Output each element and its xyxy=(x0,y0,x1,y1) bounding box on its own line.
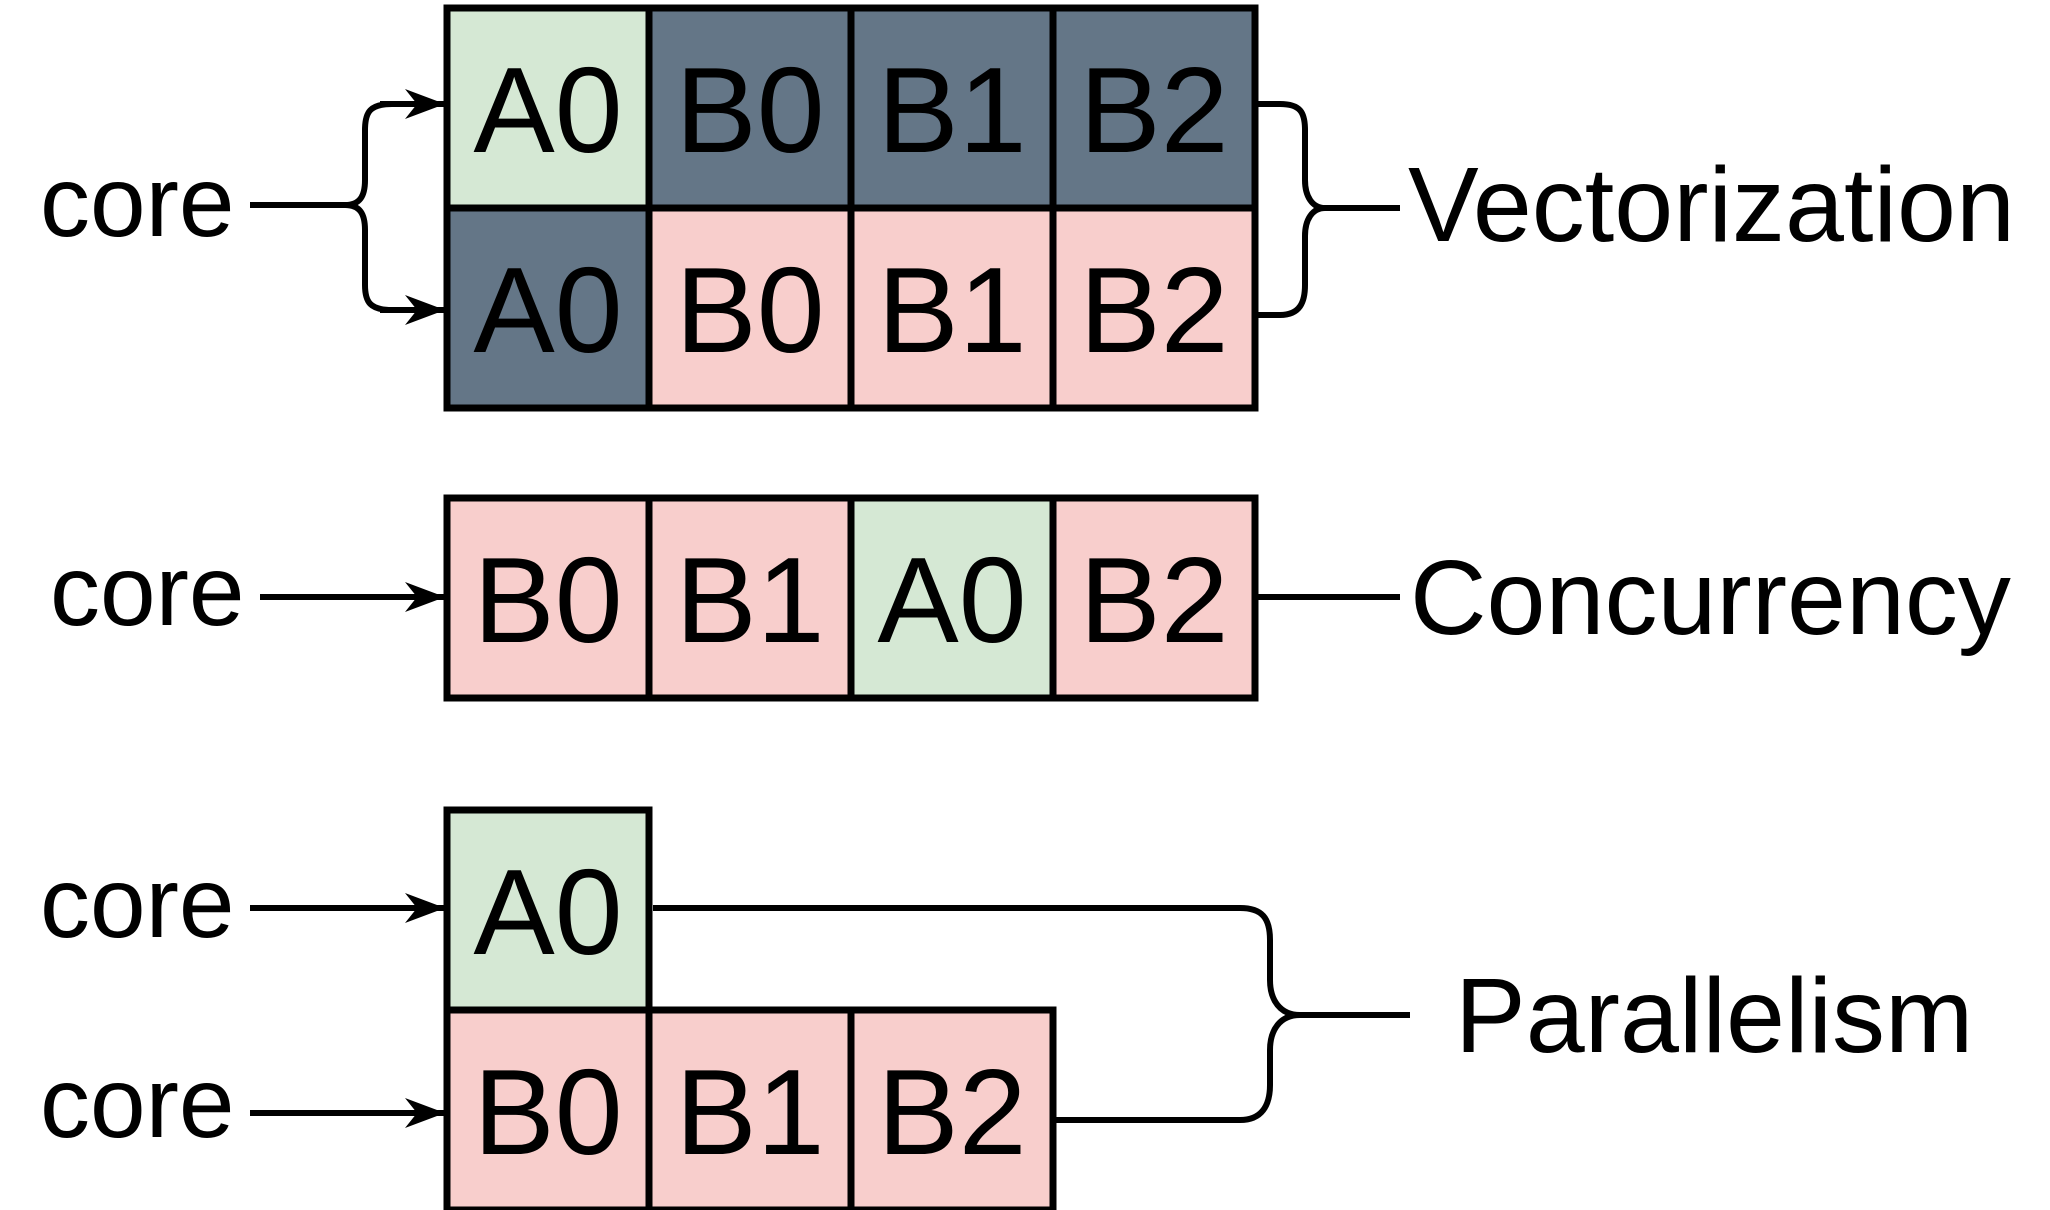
parallelism-label: Parallelism xyxy=(1455,957,1973,1075)
parallelism-core-label-top: core xyxy=(40,847,235,959)
concurrency-core-label: core xyxy=(50,535,245,647)
concurrency-cell-a0-label: A0 xyxy=(877,532,1026,668)
parallelism-cell-b0-box xyxy=(443,1006,653,1210)
parallelism-section: A0 B0 B1 B2 core core Parallelism xyxy=(40,806,1973,1210)
vectorization-cell-b0-label: B0 xyxy=(675,242,824,378)
vectorization-cell-a0-box xyxy=(443,4,653,212)
vectorization-cell-b2-label: B2 xyxy=(1079,242,1228,378)
concurrency-cell-b1-label: B1 xyxy=(675,532,824,668)
vectorization-cell-a0-label: A0 xyxy=(473,42,622,178)
concurrency-section: B0 B1 A0 B2 core Concurrency xyxy=(50,494,2011,702)
vectorization-cell-b2-box xyxy=(1049,4,1259,212)
vectorization-cell-b1-label: B1 xyxy=(877,42,1026,178)
vectorization-cell-b2-box xyxy=(1049,204,1259,412)
vectorization-label: Vectorization xyxy=(1408,146,2015,264)
vectorization-output-brace xyxy=(1255,101,1328,318)
parallelism-cell-a0-box xyxy=(443,806,653,1014)
vectorization-cell-b2-label: B2 xyxy=(1079,42,1228,178)
vectorization-row-0: A0 B0 B1 B2 xyxy=(443,4,1259,212)
concurrency-cell-b1-box xyxy=(645,494,855,702)
parallelism-cell-b1-label: B1 xyxy=(675,1044,824,1180)
parallelism-core-label-bottom: core xyxy=(40,1047,235,1159)
concurrency-cell-b2-label: B2 xyxy=(1079,532,1228,668)
parallelism-cell-b0-label: B0 xyxy=(473,1044,622,1180)
vectorization-cell-a0-label: A0 xyxy=(473,242,622,378)
vectorization-row-1: A0 B0 B1 B2 xyxy=(443,204,1259,412)
concurrency-cell-b0-label: B0 xyxy=(473,532,622,668)
parallelism-cell-a0-label: A0 xyxy=(473,844,622,980)
parallelism-cell-b2-box xyxy=(847,1006,1057,1210)
vectorization-core-brace xyxy=(342,101,393,313)
concurrency-row-0: B0 B1 A0 B2 xyxy=(443,494,1259,702)
parallelism-row-1: B0 B1 B2 xyxy=(443,1006,1057,1210)
vectorization-cell-b0-label: B0 xyxy=(675,42,824,178)
vectorization-core-label: core xyxy=(40,146,235,258)
parallelism-cell-b1-box xyxy=(645,1006,855,1210)
vectorization-cell-a0-box xyxy=(443,204,653,412)
vectorization-cell-b1-box xyxy=(847,204,1057,412)
concurrency-cell-a0-box xyxy=(847,494,1057,702)
concurrency-label: Concurrency xyxy=(1410,539,2011,657)
vectorization-cell-b1-label: B1 xyxy=(877,242,1026,378)
concurrency-cell-b2-box xyxy=(1049,494,1259,702)
parallelism-cell-b2-label: B2 xyxy=(877,1044,1026,1180)
vectorization-cell-b0-box xyxy=(645,204,855,412)
parallelism-row-0: A0 xyxy=(443,806,653,1014)
